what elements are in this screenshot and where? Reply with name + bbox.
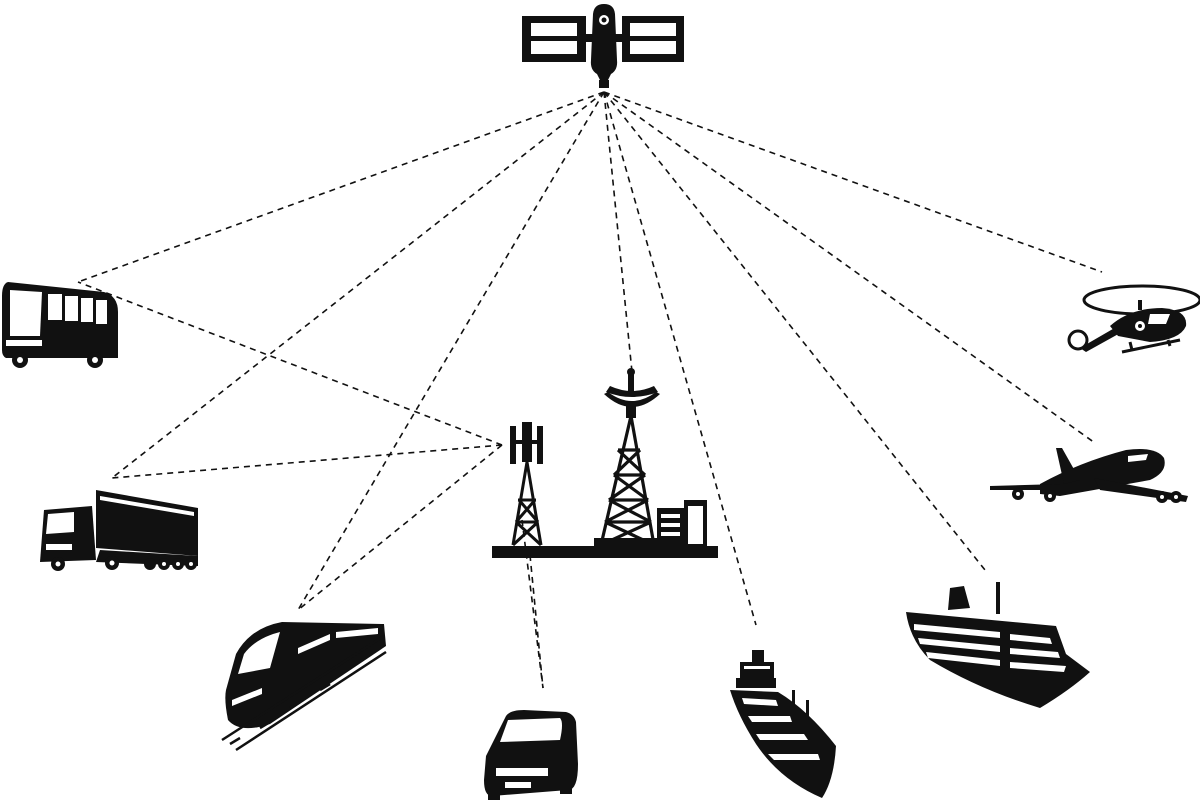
link-tower-bus	[77, 281, 503, 446]
link-tower-truck	[111, 444, 503, 479]
cruise-ship-icon	[906, 582, 1090, 708]
link-satellite-dish	[603, 91, 633, 373]
link-tower-car-2	[529, 554, 544, 689]
control-building-icon	[657, 500, 707, 548]
link-satellite-train	[297, 91, 605, 611]
satellite-links	[77, 91, 1103, 626]
ground-platform	[492, 546, 718, 558]
cell-tower-links	[77, 281, 544, 689]
link-satellite-bus	[77, 91, 605, 283]
satellite-icon	[522, 4, 684, 88]
bus-icon	[2, 282, 118, 368]
car-icon	[484, 710, 578, 800]
link-satellite-helicopter	[603, 91, 1103, 273]
link-satellite-cruise-ship	[603, 91, 986, 571]
ground-station-icon	[492, 368, 718, 558]
truck-icon	[40, 490, 198, 571]
satellite-dish-tower-icon	[594, 368, 660, 548]
link-satellite-tanker-ship	[603, 91, 757, 626]
cell-tower-icon	[510, 422, 543, 547]
airplane-icon	[990, 448, 1188, 503]
link-tower-train	[297, 444, 503, 611]
tanker-ship-icon	[730, 650, 836, 798]
link-satellite-airplane	[603, 91, 1096, 444]
helicopter-icon	[1067, 284, 1200, 354]
train-icon	[221, 523, 387, 752]
link-satellite-truck	[111, 91, 605, 479]
